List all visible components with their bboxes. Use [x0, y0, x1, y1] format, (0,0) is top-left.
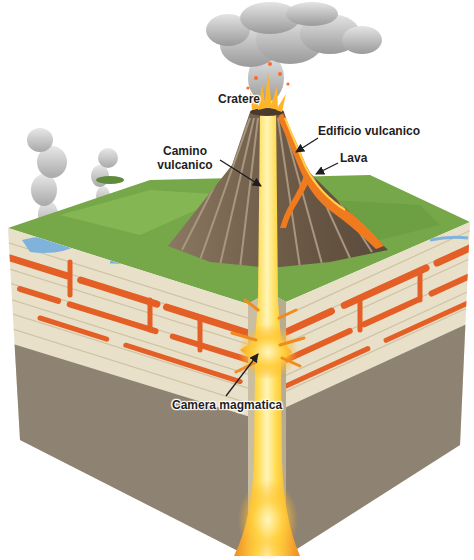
- part-label: Camino vulcanico: [152, 144, 218, 172]
- part-label: Camera magmatica: [172, 398, 282, 412]
- part-label: Edificio vulcanico: [318, 124, 420, 138]
- part-label: Cratere: [218, 92, 260, 106]
- part-label: Lava: [340, 151, 367, 165]
- leader-lines: [220, 138, 338, 396]
